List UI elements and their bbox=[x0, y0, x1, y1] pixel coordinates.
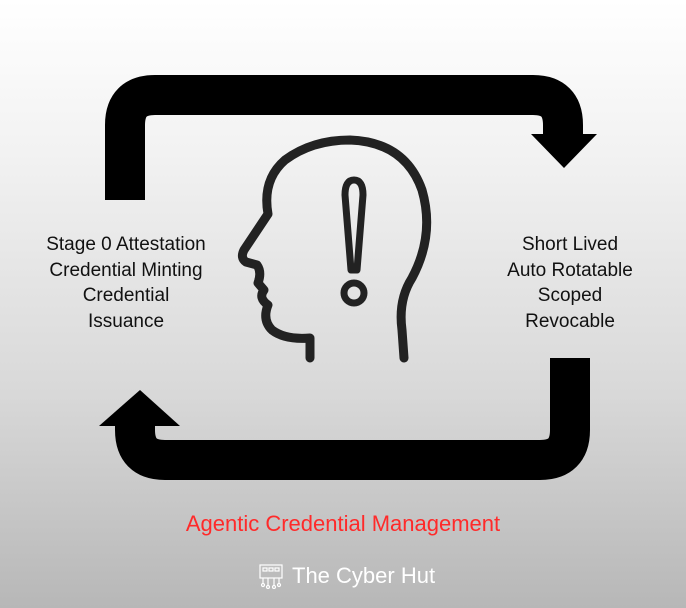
step-label: Credential bbox=[82, 285, 170, 306]
credential-lifecycle-steps: Stage 0 Attestation Credential Minting C… bbox=[16, 232, 236, 334]
step-label: Issuance bbox=[87, 310, 165, 332]
property-label: Auto Rotatable bbox=[507, 259, 633, 281]
step-label: Credential Minting bbox=[49, 259, 203, 281]
property-label: Scoped bbox=[537, 285, 603, 306]
property-label: Short Lived bbox=[521, 234, 619, 255]
credential-properties: Short Lived Auto Rotatable Scoped Revoca… bbox=[480, 232, 660, 334]
brand-logo: The Cyber Hut bbox=[258, 563, 435, 589]
bottom-arrow bbox=[99, 358, 590, 480]
brand-name: The Cyber Hut bbox=[292, 563, 436, 588]
property-label: Revocable bbox=[525, 310, 615, 332]
diagram-title: Agentic Credential Management bbox=[185, 511, 501, 536]
step-label: Stage 0 Attestation bbox=[46, 234, 206, 255]
top-arrow bbox=[105, 75, 597, 200]
head-with-exclamation-icon bbox=[237, 135, 432, 363]
circuit-logo-icon bbox=[259, 564, 283, 589]
